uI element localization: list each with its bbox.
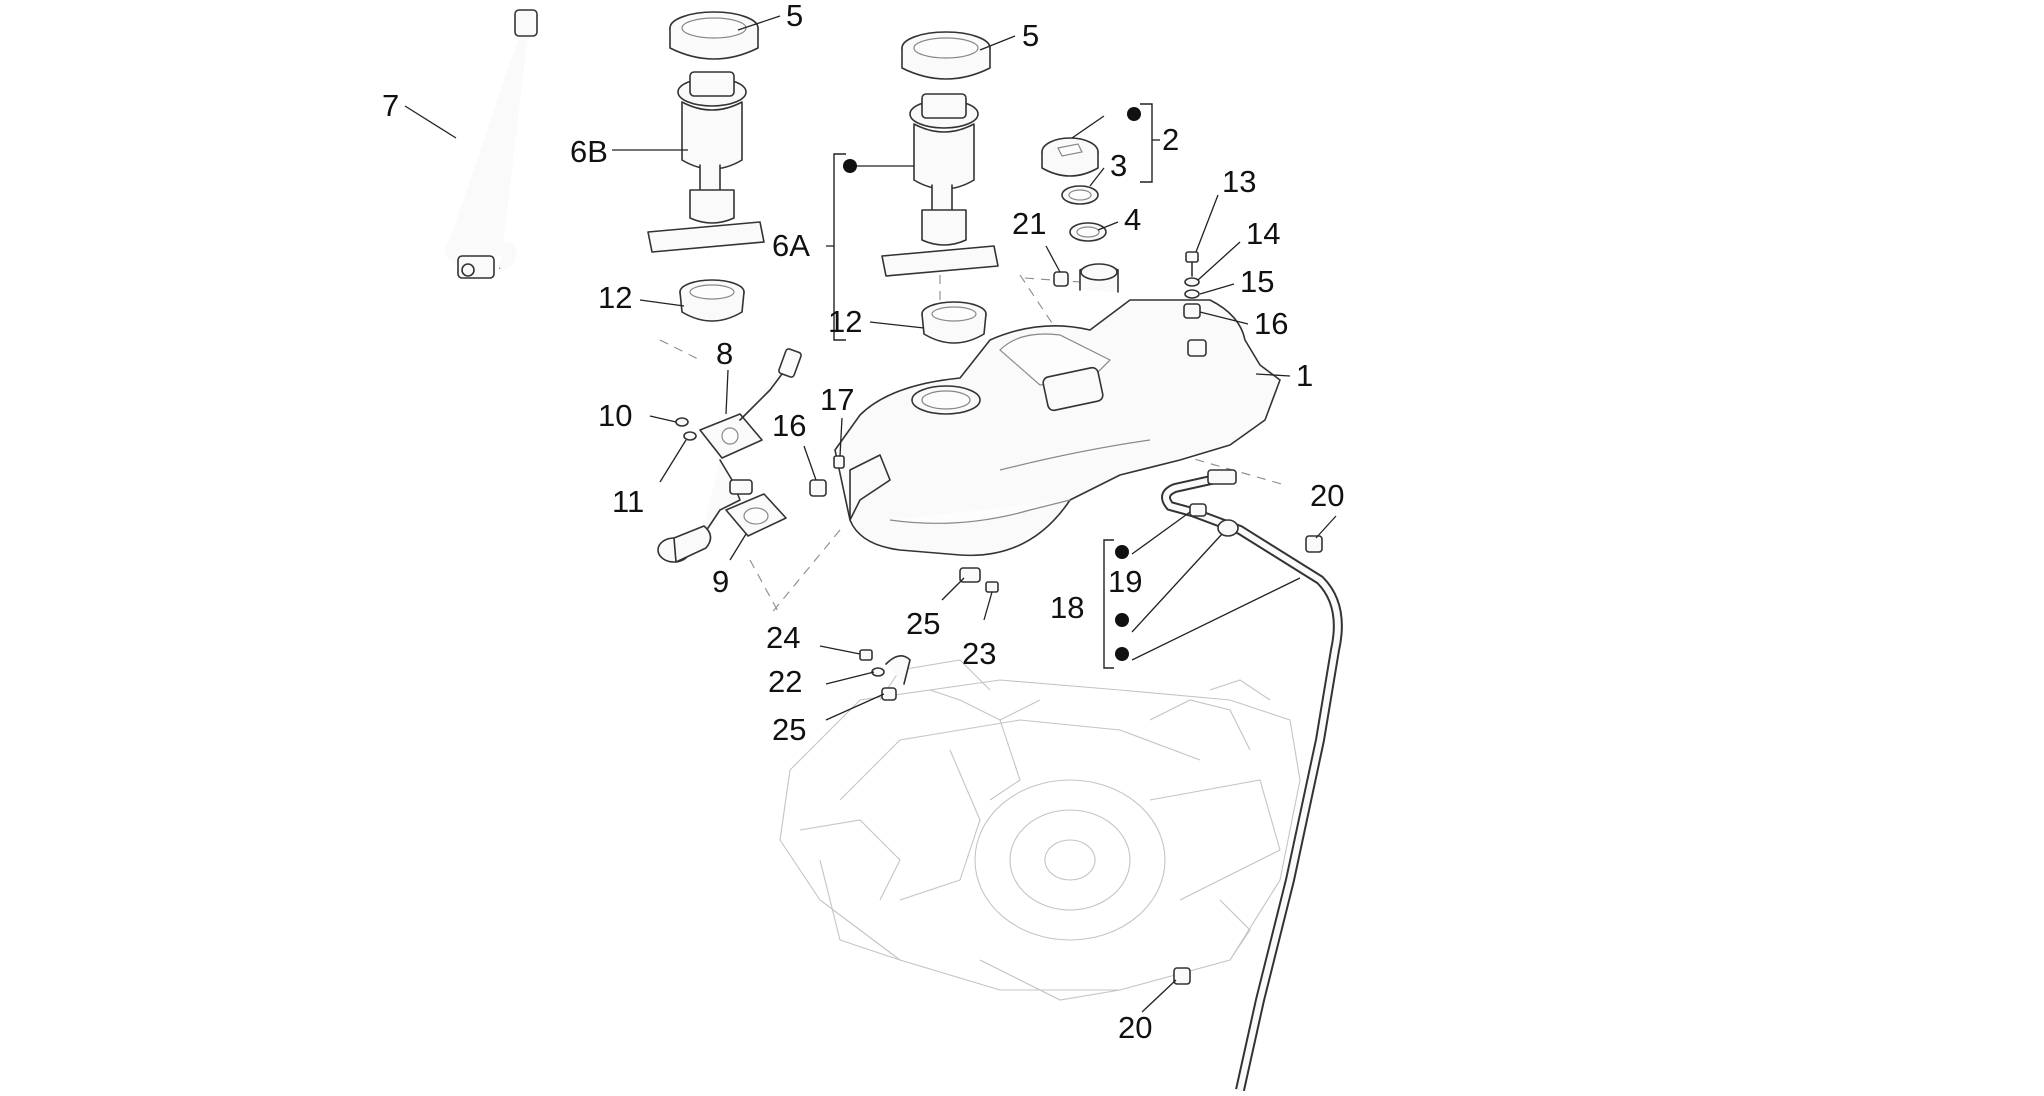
valve-part-19 (1189, 503, 1239, 537)
spacer-part-21 (1053, 271, 1069, 287)
engine-assembly (779, 659, 1301, 1001)
group-brackets (826, 103, 1160, 669)
callout-2: 2 (1162, 122, 1179, 157)
clip-part-16a (1183, 303, 1201, 319)
group-dots (843, 107, 1141, 661)
grommet-part-12a (679, 279, 745, 322)
clip-part-16b (809, 479, 827, 497)
screw-part-13 (1185, 251, 1199, 277)
leader-lines (404, 15, 1337, 1013)
callout-20-bottom: 20 (1118, 1010, 1152, 1045)
fuel-cap-part-2 (1041, 137, 1099, 177)
grommet-part-12b (921, 301, 987, 344)
fuel-pump-part-6a (881, 93, 999, 277)
callout-1: 1 (1296, 358, 1313, 393)
callout-15: 15 (1240, 264, 1274, 299)
screw-part-24 (859, 649, 873, 661)
fitting-part-25b (881, 655, 911, 701)
fuel-pump-part-6b (647, 71, 765, 253)
ring-nut-part-5b (901, 31, 991, 80)
gasket-part-4 (1069, 222, 1107, 242)
callout-25-lower: 25 (772, 712, 806, 747)
callout-12-right: 12 (828, 304, 862, 339)
callout-6b: 6B (570, 134, 608, 169)
callout-6a: 6A (772, 228, 810, 263)
callout-numbers: 5 5 7 6B 2 3 13 4 21 14 6A 15 12 12 16 8… (382, 0, 1344, 1045)
spacer-part-25a (959, 567, 981, 583)
washer-part-15 (1184, 289, 1200, 299)
callout-8: 8 (716, 336, 733, 371)
callout-10: 10 (598, 398, 632, 433)
breather-hose-part-18 (1161, 469, 1343, 1092)
callout-11: 11 (612, 484, 644, 519)
callout-23: 23 (962, 636, 996, 671)
fuel-hose-part-7 (445, 9, 538, 279)
clamp-part-20b (1173, 967, 1191, 985)
callout-4: 4 (1124, 202, 1141, 237)
callout-7: 7 (382, 88, 399, 123)
callout-5-left: 5 (786, 0, 803, 33)
fuel-tank-part-1 (834, 263, 1281, 557)
clamp-part-20a (1305, 535, 1323, 553)
callout-19: 19 (1108, 564, 1142, 599)
fuel-level-sender-part-8 (657, 348, 802, 563)
callout-5-right: 5 (1022, 18, 1039, 53)
callout-18: 18 (1050, 590, 1084, 625)
washer-part-11 (683, 431, 697, 441)
callout-3: 3 (1110, 148, 1127, 183)
callout-25-upper: 25 (906, 606, 940, 641)
ring-nut-part-5a (669, 11, 759, 60)
callout-12-left: 12 (598, 280, 632, 315)
gasket-part-3 (1061, 185, 1099, 205)
gasket-part-9 (725, 493, 787, 537)
callout-9: 9 (712, 564, 729, 599)
nut-part-10 (675, 417, 689, 427)
nut-part-17 (833, 455, 845, 469)
washer-part-14 (1184, 277, 1200, 287)
callout-16-right: 16 (1254, 306, 1288, 341)
callout-20-top: 20 (1310, 478, 1344, 513)
callout-16-left: 16 (772, 408, 806, 443)
callout-24: 24 (766, 620, 800, 655)
callout-17: 17 (820, 382, 854, 417)
callout-13: 13 (1222, 164, 1256, 199)
callout-21: 21 (1012, 206, 1046, 241)
callout-22: 22 (768, 664, 802, 699)
screw-part-23 (985, 581, 999, 593)
callout-14: 14 (1246, 216, 1280, 251)
